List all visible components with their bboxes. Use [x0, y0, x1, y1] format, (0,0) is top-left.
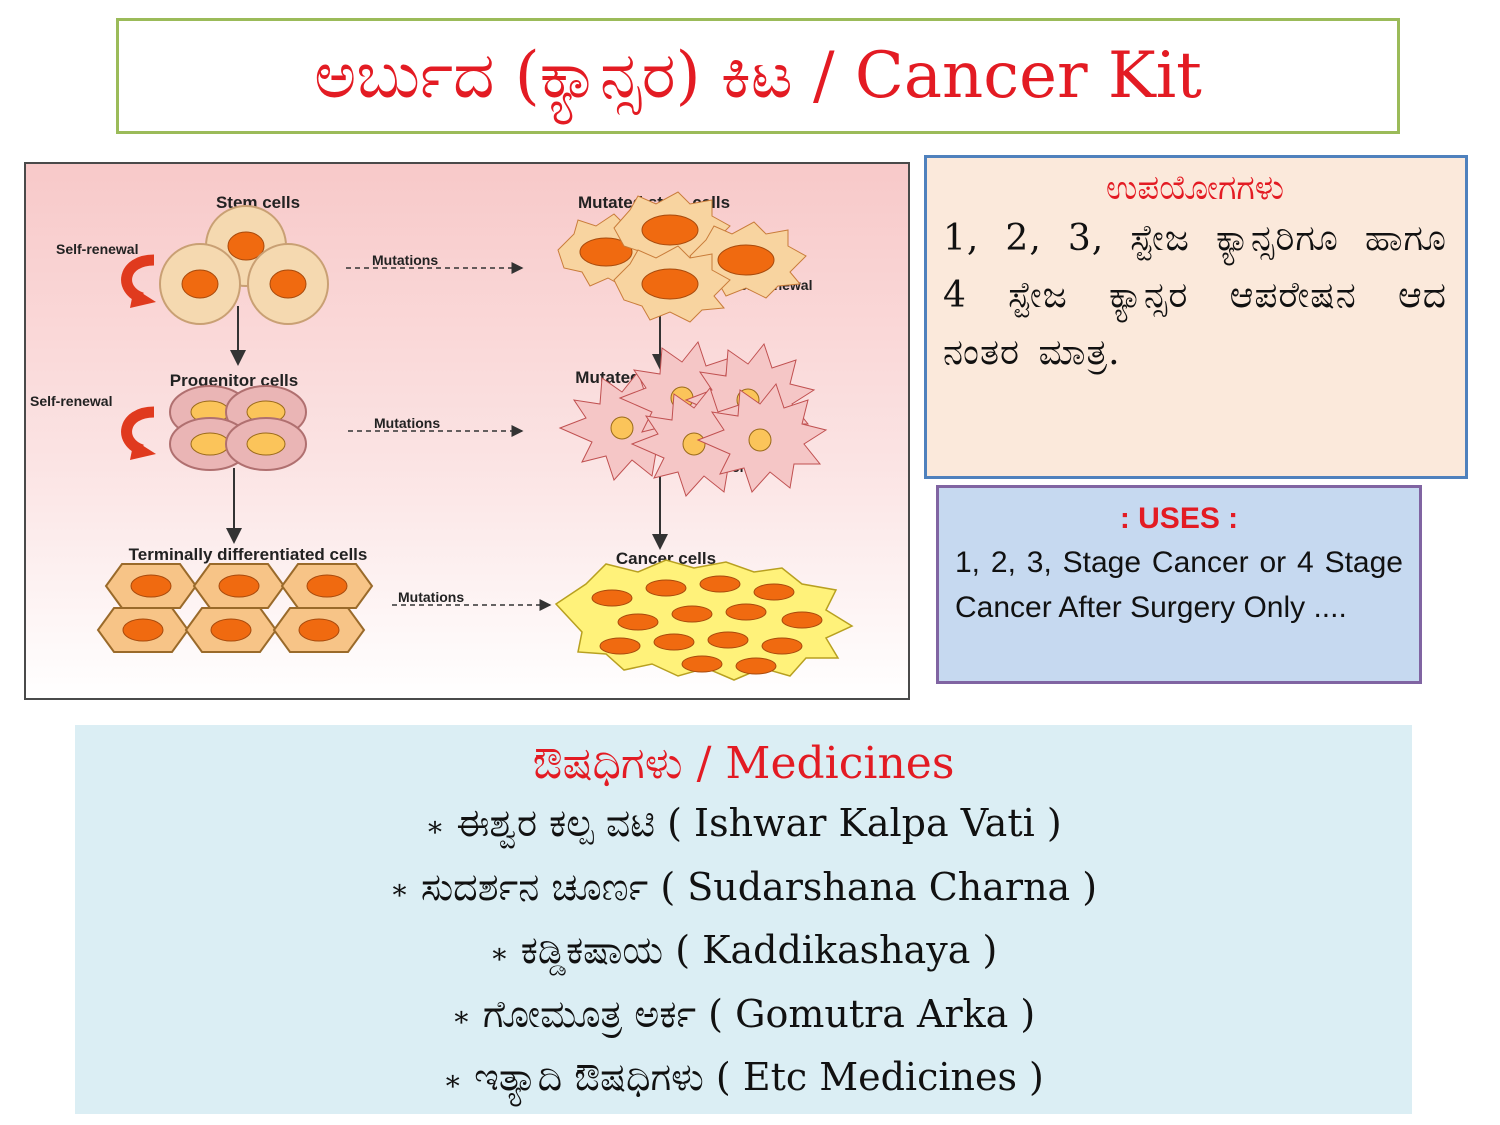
diagram-svg: Stem cells Mutated stem cells Progenitor… — [26, 164, 908, 698]
stem-cells-group — [159, 205, 329, 325]
label-terminal-cells: Terminally differentiated cells — [129, 545, 368, 564]
cancer-cells-group — [554, 559, 854, 681]
medicine-item: ∗ ಕಡ್ಡಿಕಷಾಯ ( Kaddikashaya ) — [75, 920, 1412, 984]
medicine-item: ∗ ಇತ್ಯಾದಿ ಔಷಧಿಗಳು ( Etc Medicines ) — [75, 1047, 1412, 1111]
medicine-item: ∗ ಈಶ್ವರ ಕಲ್ಪ ವಟಿ ( Ishwar Kalpa Vati ) — [75, 793, 1412, 857]
medicine-item: ∗ ಸುದರ್ಶನ ಚೂರ್ಣ ( Sudarshana Charna ) — [75, 857, 1412, 921]
self-renewal-arrow-head-icon-1 — [130, 288, 156, 308]
uses-english-heading: : USES : — [1119, 502, 1239, 535]
mutated-progenitor-cells-group — [558, 340, 828, 497]
progenitor-cells-group — [169, 385, 307, 471]
terminal-cells-group — [96, 563, 374, 653]
medicine-item-text: ಕಡ್ಡಿಕಷಾಯ ( Kaddikashaya ) — [520, 928, 998, 972]
uses-english-body: 1, 2, 3, Stage Cancer or 4 Stage Cancer … — [955, 546, 1403, 624]
bullet-star-icon: ∗ — [389, 873, 409, 906]
medicine-item-text: ಈಶ್ವರ ಕಲ್ಪ ವಟಿ ( Ishwar Kalpa Vati ) — [456, 801, 1062, 845]
self-renewal-arrow-head-icon-2 — [130, 440, 156, 460]
bullet-star-icon: ∗ — [443, 1063, 463, 1097]
label-mutations-3: Mutations — [398, 589, 464, 605]
label-self-renewal-stem: Self-renewal — [56, 241, 138, 257]
uses-kannada-box: ಉಪಯೋಗಗಳು 1, 2, 3, ಸ್ಟೇಜ ಕ್ಯಾನ್ಸರಿಗೂ ಹಾಗೂ… — [924, 155, 1468, 479]
page-title: ಅರ್ಬುದ (ಕ್ಯಾನ್ಸರ) ಕಿಟ / Cancer Kit — [314, 39, 1202, 113]
medicines-heading: ಔಷಧಿಗಳು / Medicines — [532, 738, 955, 789]
label-mutations-1: Mutations — [372, 252, 438, 268]
medicine-item-text: ಇತ್ಯಾದಿ ಔಷಧಿಗಳು ( Etc Medicines ) — [474, 1055, 1044, 1099]
medicine-item-text: ಸುದರ್ಶನ ಚೂರ್ಣ ( Sudarshana Charna ) — [420, 864, 1098, 909]
medicine-item-text: ಗೋಮೂತ್ರ ಅರ್ಕ ( Gomutra Arka ) — [482, 991, 1036, 1036]
bullet-star-icon: ∗ — [425, 809, 445, 843]
medicines-box: ಔಷಧಿಗಳು / Medicines ∗ ಈಶ್ವರ ಕಲ್ಪ ವಟಿ ( Is… — [75, 725, 1412, 1114]
uses-kannada-body: 1, 2, 3, ಸ್ಟೇಜ ಕ್ಯಾನ್ಸರಿಗೂ ಹಾಗೂ 4 ಸ್ಟೇಜ … — [943, 218, 1447, 373]
medicine-item: ∗ ಗೋಮೂತ್ರ ಅರ್ಕ ( Gomutra Arka ) — [75, 984, 1412, 1048]
cell-mutation-diagram: Stem cells Mutated stem cells Progenitor… — [24, 162, 910, 700]
bullet-star-icon: ∗ — [451, 1000, 471, 1033]
uses-english-box: : USES : 1, 2, 3, Stage Cancer or 4 Stag… — [936, 485, 1422, 684]
label-cancer-cells: Cancer cells — [616, 549, 716, 568]
bullet-star-icon: ∗ — [489, 936, 509, 970]
mutated-stem-cells-group — [557, 191, 807, 323]
uses-kannada-heading: ಉಪಯೋಗಗಳು — [1105, 168, 1285, 208]
label-self-renewal-progenitor: Self-renewal — [30, 393, 112, 409]
label-mutations-2: Mutations — [374, 415, 440, 431]
title-box: ಅರ್ಬುದ (ಕ್ಯಾನ್ಸರ) ಕಿಟ / Cancer Kit — [116, 18, 1400, 134]
